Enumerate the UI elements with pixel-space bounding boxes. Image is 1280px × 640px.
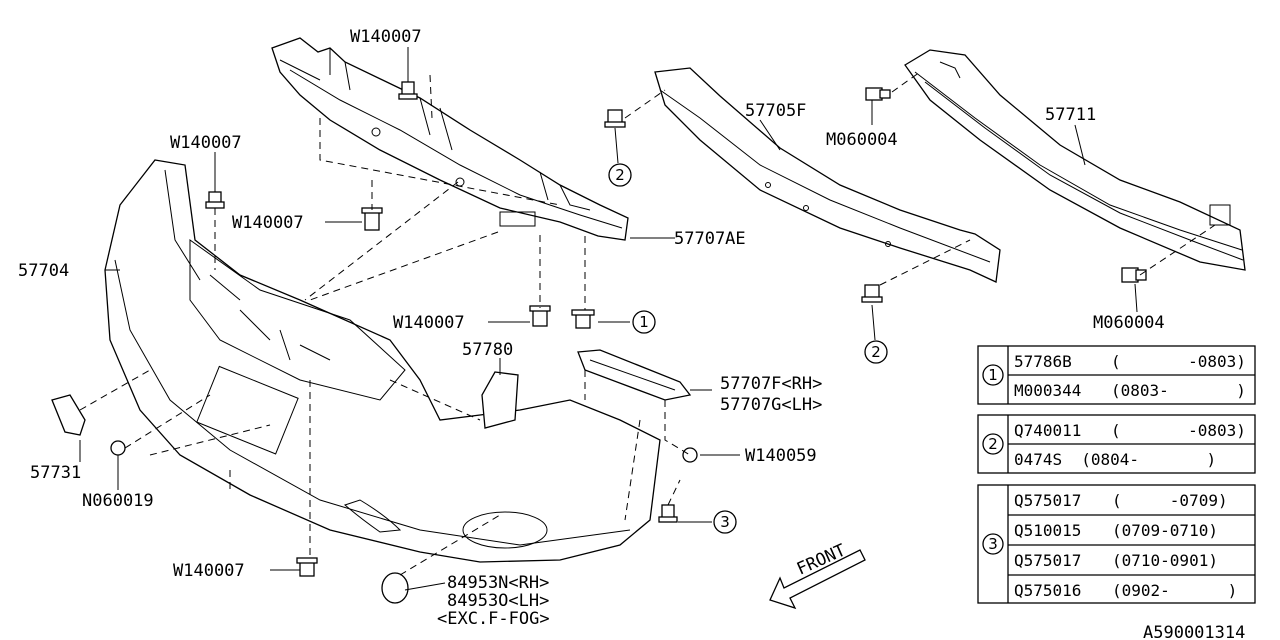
table1-ref: 1 xyxy=(988,366,998,384)
clip-n060019[interactable] xyxy=(110,440,126,456)
label-w140007-left: W140007 xyxy=(170,133,242,153)
label-84953o: 84953O<LH> xyxy=(447,591,549,611)
fastener-w140007-lower[interactable] xyxy=(529,305,551,327)
table2-row1-range: ( -0803) xyxy=(1111,421,1246,440)
screw-marker-2-bottom[interactable] xyxy=(861,284,883,303)
table1-row2-range: (0803- ) xyxy=(1111,381,1246,400)
label-w140007-lower: W140007 xyxy=(393,313,465,333)
fastener-w140007-bottom[interactable] xyxy=(296,557,318,577)
fastener-w140007-mid[interactable] xyxy=(361,207,383,231)
label-m060004-top: M060004 xyxy=(826,130,898,150)
label-w140007-mid: W140007 xyxy=(232,213,304,233)
table2-ref: 2 xyxy=(988,435,998,453)
bolt-m060004-top[interactable] xyxy=(865,87,891,101)
table3-ref: 3 xyxy=(988,535,998,553)
part-labels: W140007 W140007 W140007 W140007 W140007 … xyxy=(18,27,1245,640)
table3-row4-range: (0902- ) xyxy=(1112,581,1237,600)
table3-row4-part: Q575016 xyxy=(1014,581,1081,600)
label-w140059: W140059 xyxy=(745,446,817,466)
screw-marker-1[interactable] xyxy=(571,309,595,329)
table1-row1-range: ( -0803) xyxy=(1111,352,1246,371)
table1-row1-part: 57786B xyxy=(1014,352,1072,371)
fastener-w140007-left[interactable] xyxy=(205,191,225,209)
table-ref-2: 2 Q740011 ( -0803) 0474S (0804- ) xyxy=(977,414,1256,474)
marker-2-bottom: 2 xyxy=(871,343,881,361)
table3-row2-part: Q510015 xyxy=(1014,521,1081,540)
bumper-face-57704[interactable] xyxy=(104,159,661,563)
label-exc-fog: <EXC.F-FOG> xyxy=(437,609,550,629)
label-w140007-bottom: W140007 xyxy=(173,561,245,581)
label-57707g: 57707G<LH> xyxy=(720,395,822,415)
label-57711: 57711 xyxy=(1045,105,1096,125)
absorber-57705f[interactable] xyxy=(654,67,1001,283)
label-57707f: 57707F<RH> xyxy=(720,374,822,394)
label-57705f: 57705F xyxy=(745,101,806,121)
diagram-id: A590001314 xyxy=(1143,623,1245,640)
label-84953n: 84953N<RH> xyxy=(447,573,549,593)
bracket-57707f[interactable] xyxy=(577,349,692,401)
label-n060019: N060019 xyxy=(82,491,154,511)
front-label: FRONT xyxy=(794,540,849,579)
table3-row3-part: Q575017 xyxy=(1014,551,1081,570)
table2-row1-part: Q740011 xyxy=(1014,421,1081,440)
table2-row2-part: 0474S xyxy=(1014,450,1062,469)
screw-marker-3[interactable] xyxy=(658,504,678,523)
marker-1: 1 xyxy=(639,313,649,331)
label-57704: 57704 xyxy=(18,261,69,281)
label-m060004-bottom: M060004 xyxy=(1093,313,1165,333)
leader-lines xyxy=(79,47,1138,591)
part-57731[interactable] xyxy=(51,394,86,436)
label-w140007-top: W140007 xyxy=(350,27,422,47)
marker-3: 3 xyxy=(720,513,730,531)
cover-57780[interactable] xyxy=(481,371,519,429)
label-57731: 57731 xyxy=(30,463,81,483)
reinforcement-57711[interactable] xyxy=(904,49,1246,271)
table3-row2-range: (0709-0710) xyxy=(1112,521,1218,540)
table1-row2-part: M000344 xyxy=(1014,381,1081,400)
circle-markers: 1 2 2 3 xyxy=(608,163,888,534)
clip-w140059[interactable] xyxy=(682,447,698,463)
table3-row3-range: (0710-0901) xyxy=(1112,551,1218,570)
table3-row1-part: Q575017 xyxy=(1014,491,1081,510)
marker-2-top: 2 xyxy=(615,166,625,184)
table3-row1-range: ( -0709) xyxy=(1112,491,1228,510)
table2-row2-range: (0804- ) xyxy=(1062,450,1216,469)
screw-marker-2-top[interactable] xyxy=(604,109,626,128)
label-57780: 57780 xyxy=(462,340,513,360)
label-57707ae: 57707AE xyxy=(674,229,746,249)
fastener-w140007-top[interactable] xyxy=(398,81,418,100)
front-arrow: FRONT xyxy=(769,540,866,610)
bracket-57707ae[interactable] xyxy=(271,37,629,241)
table-ref-3: 3 Q575017 ( -0709) Q510015 (0709-0710) Q… xyxy=(977,484,1256,604)
bolt-m060004-bottom[interactable] xyxy=(1121,267,1147,283)
table-ref-1: 1 57786B ( -0803) M000344 (0803- ) xyxy=(977,345,1256,405)
assembly-lines xyxy=(79,71,1216,576)
fog-cover-84953[interactable] xyxy=(381,572,409,604)
